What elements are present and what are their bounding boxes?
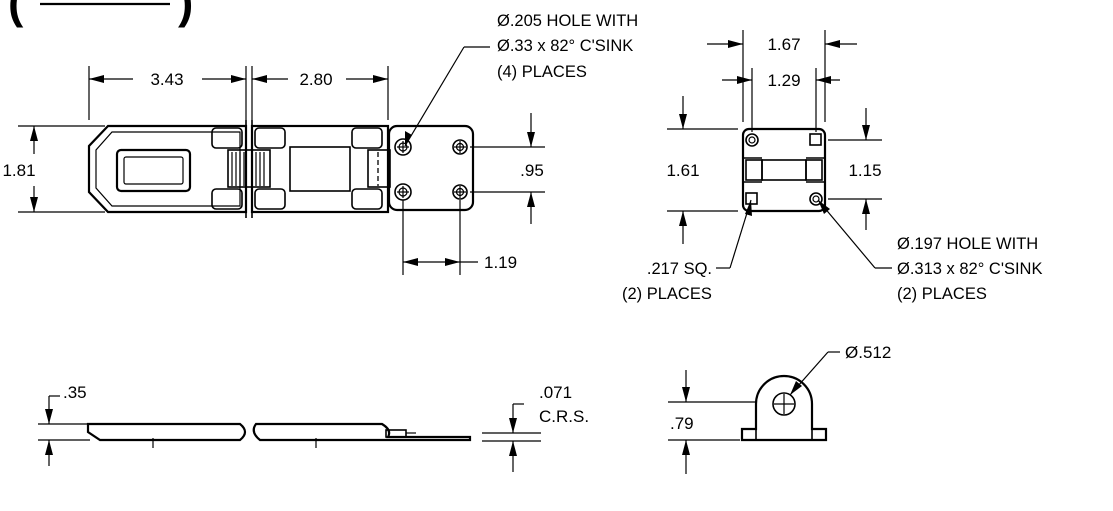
dimension-staple-hole-spacing: .95 xyxy=(470,113,545,224)
staple-hinge-pin xyxy=(367,149,391,188)
square-hole xyxy=(745,192,758,205)
dim-label: C.R.S. xyxy=(539,407,589,426)
dimension-end-view-width: 1.67 xyxy=(707,30,857,122)
countersink-hole xyxy=(452,139,468,155)
staple-base xyxy=(741,127,827,213)
hinge-knuckle xyxy=(211,127,243,149)
dim-label: 1.15 xyxy=(848,161,881,180)
staple-side-profile xyxy=(252,422,472,442)
dim-label: .79 xyxy=(670,414,694,433)
dimension-staple-hole-offset: 1.19 xyxy=(402,200,517,275)
end-view xyxy=(741,127,827,213)
dim-label: 2.80 xyxy=(299,70,332,89)
note-line: Ø.205 HOLE WITH xyxy=(497,12,638,30)
hasp-outline xyxy=(87,124,248,214)
square-hole-note: .217 SQ. (2) PLACES xyxy=(622,199,752,303)
hinge-knuckle xyxy=(351,127,383,149)
square-hole xyxy=(809,133,822,146)
dimension-end-view-inner-width: 1.29 xyxy=(722,68,840,132)
dim-label: 1.19 xyxy=(484,253,517,272)
dimension-side-view-height: .35 xyxy=(38,383,90,466)
countersink-hole xyxy=(745,133,759,147)
dimension-end-view-hole-spacing: 1.15 xyxy=(828,108,882,230)
staple-loop xyxy=(761,159,807,181)
hasp-side-profile xyxy=(86,422,247,442)
dim-label: .95 xyxy=(520,161,544,180)
dim-label: Ø.512 xyxy=(845,343,891,362)
dimension-end-view-height: 1.61 xyxy=(666,96,738,244)
countersink-hole xyxy=(809,192,823,206)
title-fragment: ( xyxy=(8,0,24,28)
hinge-pin xyxy=(227,149,271,188)
title-fragment-close: ) xyxy=(178,0,193,28)
countersink-hole xyxy=(452,184,468,200)
side-view xyxy=(86,422,541,448)
dimension-hasp-length: 3.43 xyxy=(88,66,247,120)
base-plate xyxy=(387,124,475,212)
dim-label: 1.61 xyxy=(666,161,699,180)
staple-hole-note: Ø.197 HOLE WITH Ø.313 x 82° C'SINK (2) P… xyxy=(817,199,1042,303)
hasp-slot-inner xyxy=(123,156,184,185)
note-line: (2) PLACES xyxy=(622,285,712,303)
dim-label: .35 xyxy=(63,383,87,402)
hasp-slot xyxy=(115,148,192,193)
countersink-hole xyxy=(394,138,412,156)
staple-leg xyxy=(805,159,823,181)
dim-label: 1.81 xyxy=(2,161,35,180)
note-line: (4) PLACES xyxy=(497,63,587,81)
note-line: Ø.313 x 82° C'SINK xyxy=(897,260,1042,278)
note-line: (2) PLACES xyxy=(897,285,987,303)
dim-label: 1.67 xyxy=(767,35,800,54)
top-view xyxy=(87,120,475,218)
countersink-hole xyxy=(394,183,412,201)
hasp-inner-edge xyxy=(95,131,241,207)
hinge-knuckle xyxy=(351,188,383,210)
staple-leg xyxy=(745,159,763,181)
note-line: Ø.33 x 82° C'SINK xyxy=(497,37,633,55)
staple-raised-area xyxy=(289,146,351,192)
dim-label: .071 xyxy=(539,383,572,402)
dimension-eye-diameter: Ø.512 xyxy=(789,343,891,396)
dimension-eye-height: .79 xyxy=(668,370,756,474)
dimension-staple-length: 2.80 xyxy=(251,66,389,120)
note-line: .217 SQ. xyxy=(647,260,712,278)
dim-label: 1.29 xyxy=(767,71,800,90)
hinge-knuckle xyxy=(254,127,286,149)
staple-eye-profile xyxy=(740,374,828,442)
dimension-overall-width: 1.81 xyxy=(2,125,105,213)
hinge-knuckle xyxy=(254,188,286,210)
staple-side-view xyxy=(740,374,828,442)
note-line: Ø.197 HOLE WITH xyxy=(897,235,1038,253)
eye-hole xyxy=(772,392,796,416)
hasp-hole-note: Ø.205 HOLE WITH Ø.33 x 82° C'SINK (4) PL… xyxy=(404,12,638,147)
hinge-knuckle xyxy=(211,188,243,210)
dimension-material-thickness: .071 C.R.S. xyxy=(509,383,589,472)
dim-label: 3.43 xyxy=(150,70,183,89)
